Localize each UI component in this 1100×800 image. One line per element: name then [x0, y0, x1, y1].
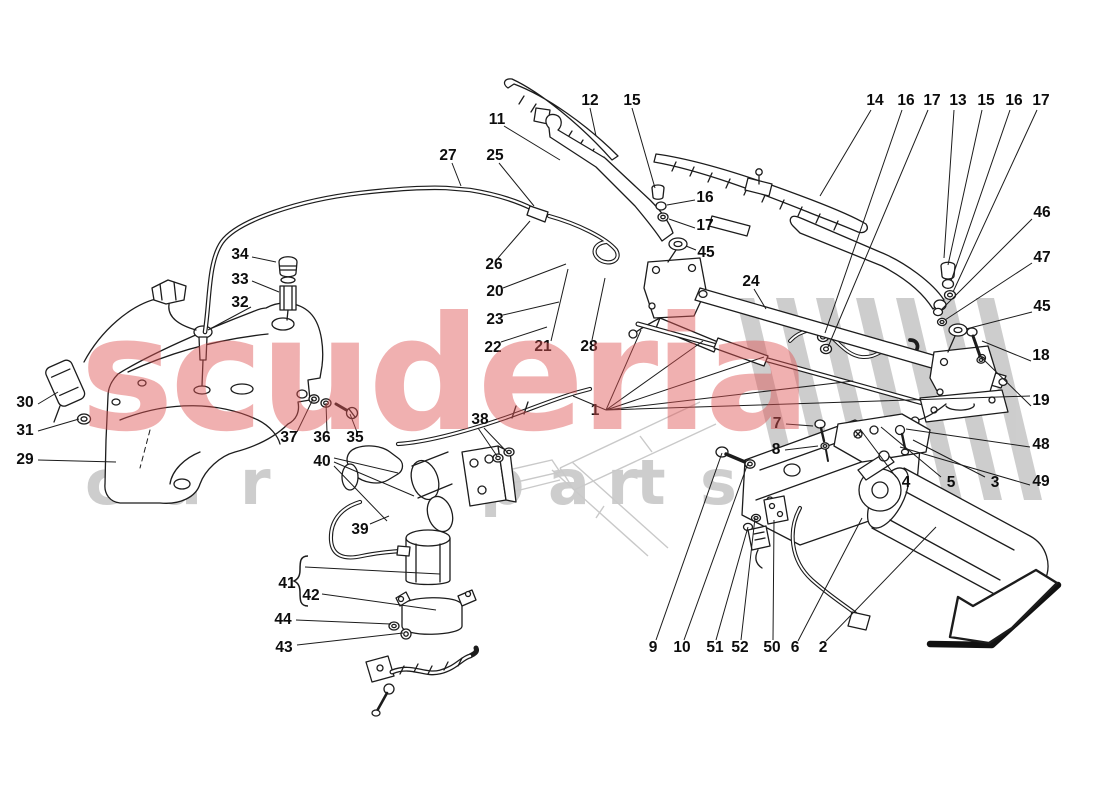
washer-hose	[202, 185, 620, 335]
motor-bolt-9	[715, 446, 756, 469]
wiper-arm-right	[789, 215, 945, 310]
washer-reservoir	[45, 256, 359, 504]
ground-strap	[365, 645, 479, 717]
linkage-rods	[635, 287, 1008, 413]
direction-arrow-icon	[926, 568, 1062, 649]
leader-lines	[37, 107, 1038, 646]
washer-pump-assembly	[328, 386, 593, 640]
wiper-blade-left	[503, 78, 674, 242]
wiper-motor-assembly	[715, 413, 1049, 631]
wiper-pivot-right	[910, 261, 1009, 426]
wiper-arm-left	[545, 113, 674, 242]
chassis-sketch	[498, 401, 717, 557]
wiper-arm-adapter	[708, 215, 751, 237]
